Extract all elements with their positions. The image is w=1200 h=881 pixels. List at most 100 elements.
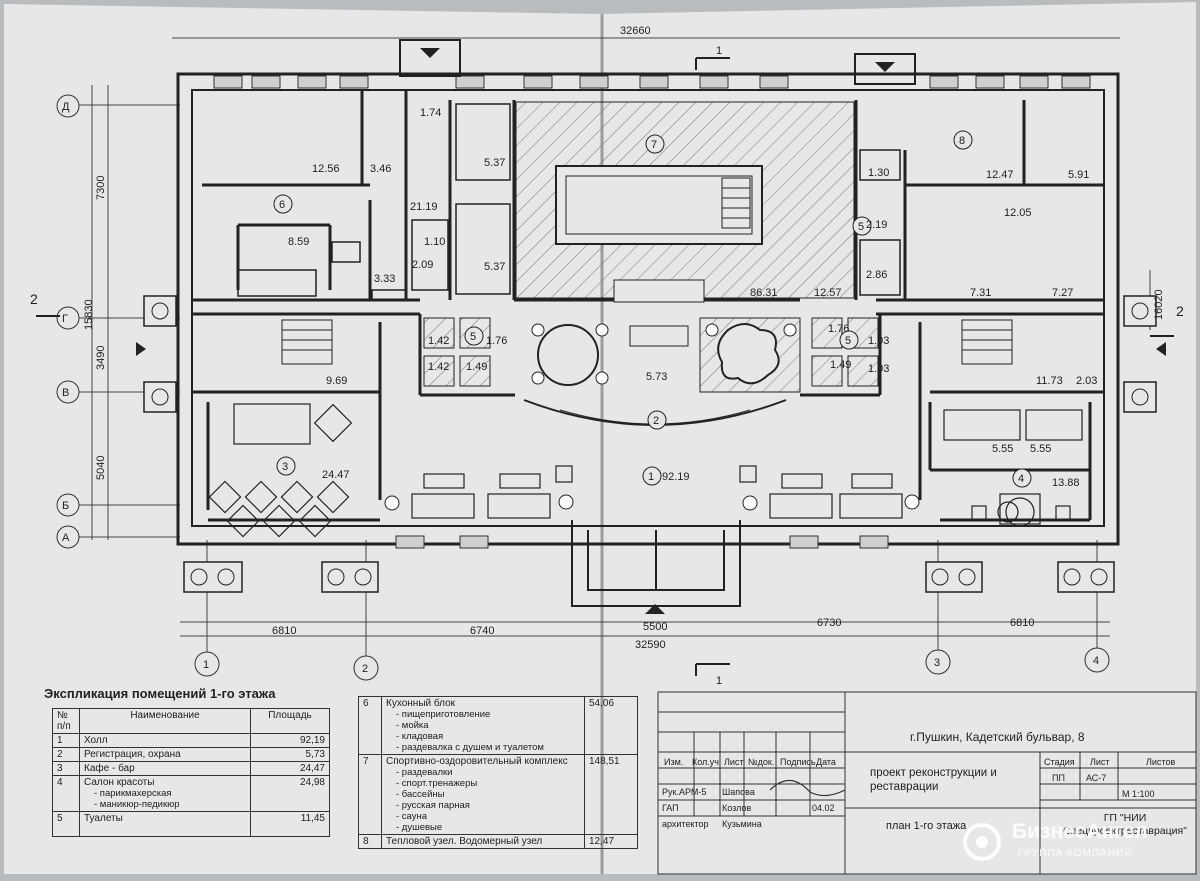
row-sub: - раздевалка с душем и туалетом <box>396 742 544 753</box>
row-num: 3 <box>52 761 80 776</box>
row-area: 148,51 <box>584 754 638 835</box>
axis-label: 2 <box>362 663 368 675</box>
stamp-person: Шапова <box>722 787 755 797</box>
axis-label: Д <box>62 101 70 113</box>
row-area: 11,45 <box>250 811 330 837</box>
axis-label: 4 <box>1093 655 1099 667</box>
stamp-org: ГП "НИИ Спецпроектреставрация" <box>1063 812 1187 837</box>
room-area: 1.30 <box>868 167 889 179</box>
stamp-col-header: №док. <box>748 757 775 767</box>
row-name: Холл <box>79 733 251 748</box>
room-number: 7 <box>651 139 657 151</box>
stamp-date: 04.02 <box>812 803 835 813</box>
row-sub: - бассейны <box>396 789 445 800</box>
room-area: 5.37 <box>484 261 505 273</box>
table-row: 1 Холл 92,19 <box>52 733 330 748</box>
room-area: 13.88 <box>1052 477 1080 489</box>
row-sub: - парикмахерская <box>94 788 172 799</box>
row-name: Кафе - бар <box>79 761 251 776</box>
room-area: 1.42 <box>428 361 449 373</box>
axis-label: 1 <box>203 659 209 671</box>
section-mark: 1 <box>716 45 722 57</box>
explication-title: Экспликация помещений 1-го этажа <box>44 686 276 701</box>
left-dim: 15830 <box>83 299 95 330</box>
axis-label: Б <box>62 500 69 512</box>
stamp-col-header: Лист <box>724 757 744 767</box>
stage-header: Листов <box>1146 757 1176 767</box>
row-sub: - спорт.тренажеры <box>396 778 478 789</box>
room-number: 8 <box>959 135 965 147</box>
row-area: 54,06 <box>584 696 638 755</box>
stage-header: Стадия <box>1044 757 1075 767</box>
row-name: Тепловой узел. Водомерный узел <box>381 834 585 849</box>
room-area: 21.19 <box>410 201 438 213</box>
row-name: Туалеты <box>79 811 251 837</box>
room-area: 3.46 <box>370 163 391 175</box>
stamp-person: Кузьмина <box>722 819 762 829</box>
left-dim: 7300 <box>95 176 107 200</box>
row-area: 24,98 <box>250 775 330 812</box>
row-sub: - раздевалки <box>396 767 453 778</box>
section-mark: 2 <box>1176 303 1184 319</box>
row-name-group: Кухонный блок - пищеприготовление - мойк… <box>381 696 585 755</box>
room-area: 1.42 <box>428 335 449 347</box>
section-mark: 1 <box>716 675 722 687</box>
stage-header: Лист <box>1090 757 1110 767</box>
section-mark: 2 <box>30 291 38 307</box>
stamp-col-header: Дата <box>816 757 836 767</box>
stamp-person: Козлов <box>722 803 752 813</box>
stamp-col-header: Изм. <box>664 757 684 767</box>
top-dimension: 32660 <box>620 25 651 37</box>
room-number: 4 <box>1018 473 1024 485</box>
row-name: Спортивно-оздоровительный комплекс <box>386 756 568 767</box>
stamp-address: г.Пушкин, Кадетский бульвар, 8 <box>910 730 1085 744</box>
axis-label: 3 <box>934 657 940 669</box>
room-area: 8.59 <box>288 236 309 248</box>
room-area: 1.10 <box>424 236 445 248</box>
header-name: Наименование <box>79 708 251 734</box>
stamp-project: проект реконструкции и реставрации <box>870 767 997 793</box>
stamp-role: архитектор <box>662 819 709 829</box>
room-area: 5.55 <box>992 443 1013 455</box>
row-sub: - мойка <box>396 720 429 731</box>
bottom-dim: 6740 <box>470 625 494 637</box>
room-area: 1.49 <box>830 359 851 371</box>
watermark-name: БизнесАнгел <box>1012 820 1148 843</box>
bottom-dim: 6810 <box>1010 617 1034 629</box>
watermark: БизнесАнгел ГРУППА КОМПАНИЙ <box>960 818 1190 868</box>
table-row: 7 Спортивно-оздоровительный комплекс - р… <box>358 754 638 835</box>
row-num: 5 <box>52 811 80 837</box>
row-area: 12,47 <box>584 834 638 849</box>
row-num: 1 <box>52 733 80 748</box>
room-area: 2.19 <box>866 219 887 231</box>
table-header: № п/п Наименование Площадь <box>52 708 330 734</box>
bottom-total-dimension: 32590 <box>635 639 666 651</box>
room-area: 12.47 <box>986 169 1014 181</box>
bottom-dim: 5500 <box>643 621 667 633</box>
row-sub: - душевые <box>396 822 443 833</box>
room-area: 1.74 <box>420 107 441 119</box>
left-dim: 3490 <box>95 346 107 370</box>
room-area: 7.31 <box>970 287 991 299</box>
row-sub: - русская парная <box>396 800 470 811</box>
room-number: 5 <box>845 335 851 347</box>
row-sub: - пищеприготовление <box>396 709 491 720</box>
row-num: 7 <box>358 754 382 835</box>
row-num: 6 <box>358 696 382 755</box>
row-num: 2 <box>52 747 80 762</box>
table-row: 2 Регистрация, охрана 5,73 <box>52 747 330 762</box>
room-area: 5.37 <box>484 157 505 169</box>
stamp-col-header: Подпись <box>780 757 816 767</box>
room-area: 12.57 <box>814 287 842 299</box>
table-row: 5 Туалеты 11,45 <box>52 811 330 837</box>
room-area: 1.76 <box>828 323 849 335</box>
axis-label: Г <box>62 313 68 325</box>
room-area: 5.91 <box>1068 169 1089 181</box>
room-area: 7.27 <box>1052 287 1073 299</box>
axis-label: А <box>62 532 70 544</box>
room-number: 5 <box>470 331 476 343</box>
room-area: 2.03 <box>1076 375 1097 387</box>
room-area: 12.56 <box>312 163 340 175</box>
